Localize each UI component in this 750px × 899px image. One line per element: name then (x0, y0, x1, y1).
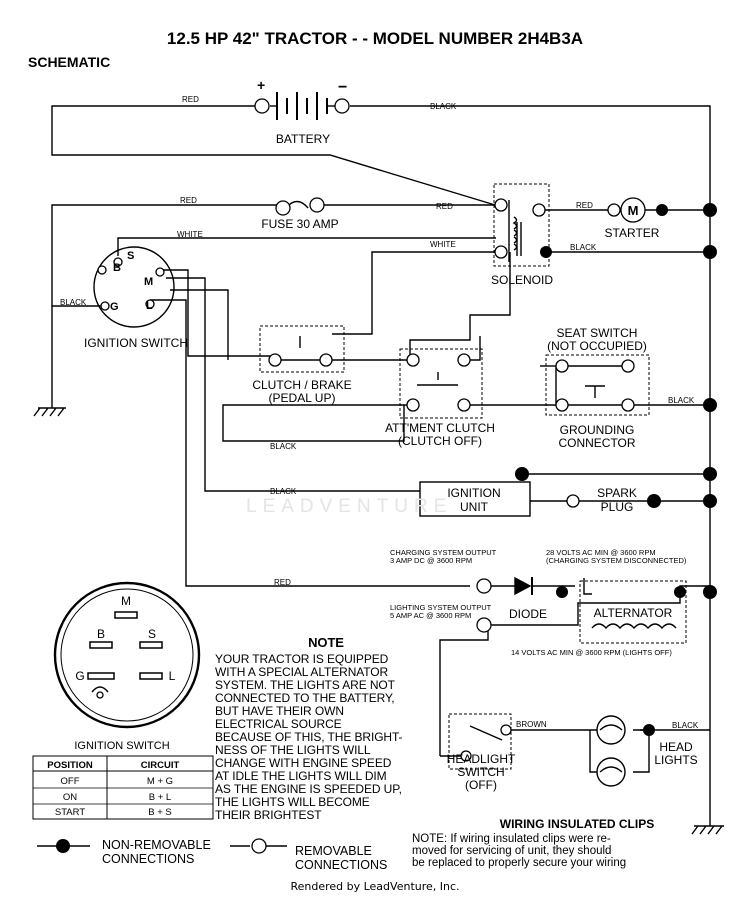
clutch-brake-sublabel: (PEDAL UP) (269, 391, 336, 405)
alternator-label: ALTERNATOR (594, 606, 673, 620)
wire-label-black: BLACK (60, 298, 87, 307)
seat-switch-box (545, 354, 650, 416)
ac28-sublabel: (CHARGING SYSTEM DISCONNECTED) (546, 556, 687, 565)
starter-symbol: M (628, 203, 639, 218)
clutch-brake-label: CLUTCH / BRAKE (252, 378, 351, 392)
wire-label-red: RED (182, 95, 199, 104)
starter-motor-icon (620, 197, 646, 223)
fuse-label: FUSE 30 AMP (261, 217, 338, 231)
page-title: 12.5 HP 42" TRACTOR - - MODEL NUMBER 2H4… (167, 29, 583, 48)
att-clutch-box (399, 348, 483, 419)
footer-credit: Rendered by LeadVenture, Inc. (290, 880, 460, 893)
grounding-label: GROUNDING (560, 423, 635, 437)
ign-terminal-g: G (110, 301, 119, 313)
wire-label-white: WHITE (177, 230, 203, 239)
battery-plus: + (257, 77, 265, 93)
att-clutch-sublabel: (CLUTCH OFF) (398, 434, 482, 448)
wire-label-black: BLACK (668, 396, 695, 405)
ignition-unit-sublabel: UNIT (460, 500, 489, 514)
seat-switch-sublabel: (NOT OCCUPIED) (547, 339, 647, 353)
legend-non-removable: NON-REMOVABLE (102, 838, 211, 852)
alternator-box (579, 580, 687, 644)
table-cell: B + S (148, 807, 172, 818)
battery-label: BATTERY (276, 132, 330, 146)
att-clutch-label: ATT'MENT CLUTCH (385, 421, 495, 435)
table-cell: START (55, 807, 85, 818)
table-cell: M + G (147, 776, 173, 787)
ignition-unit-label: IGNITION (447, 486, 500, 500)
detail-terminal-g: G (75, 669, 84, 683)
ign-terminal-l: L (146, 300, 153, 312)
spark-plug-sublabel: PLUG (601, 500, 634, 514)
grounding-sublabel: CONNECTOR (558, 436, 635, 450)
non-removable-connections (56, 203, 717, 853)
wire-label-red: RED (576, 201, 593, 210)
legend-non-removable-sub: CONNECTIONS (102, 852, 194, 866)
headlight-switch-state: (OFF) (465, 778, 497, 792)
wire-label-red: RED (274, 578, 291, 587)
table-cell: OFF (61, 776, 80, 787)
note-panel: NOTE YOUR TRACTOR IS EQUIPPED WITH A SPE… (215, 636, 437, 822)
ign-terminal-s: S (127, 250, 134, 262)
wire-label-black: BLACK (672, 721, 699, 730)
spark-plug-label: SPARK (597, 486, 637, 500)
ignition-switch-label: IGNITION SWITCH (84, 336, 188, 350)
ign-terminal-m: M (144, 276, 153, 288)
detail-terminal-b: B (97, 627, 105, 641)
head-lights-label: HEAD (659, 740, 693, 754)
solenoid-box (493, 183, 550, 267)
position-table (32, 755, 214, 820)
lighting-output-value: 5 AMP AC @ 3600 RPM (390, 611, 471, 620)
wire-label-red: RED (436, 202, 453, 211)
headlight-switch-box (448, 713, 512, 770)
ac14-label: 14 VOLTS AC MIN @ 3600 RPM (LIGHTS OFF) (511, 648, 672, 657)
clips-body: NOTE: If wiring insulated clips were re-… (412, 833, 627, 869)
seat-switch-label: SEAT SWITCH (557, 326, 638, 340)
table-cell: B + L (149, 792, 171, 803)
starter-label: STARTER (605, 226, 660, 240)
wire-label-red: RED (180, 196, 197, 205)
table-header-position: POSITION (47, 760, 93, 771)
ignition-switch-detail-icon (53, 581, 201, 729)
section-heading: SCHEMATIC (28, 54, 110, 70)
ignition-unit-box (419, 481, 531, 517)
clutch-brake-box (259, 325, 345, 373)
wire-label-black: BLACK (570, 243, 597, 252)
charging-output-label: CHARGING SYSTEM OUTPUT (390, 548, 497, 557)
watermark: LEADVENTURE (246, 496, 453, 517)
solenoid-label: SOLENOID (491, 273, 553, 287)
note-title: NOTE (308, 635, 344, 650)
detail-label: IGNITION SWITCH (74, 740, 169, 752)
ac28-label: 28 VOLTS AC MIN @ 3600 RPM (546, 548, 656, 557)
legend-removable-sub: CONNECTIONS (295, 858, 387, 872)
wire-label-black: BLACK (270, 442, 297, 451)
ign-terminal-b: B (113, 262, 121, 274)
headlight-switch-label: HEADLIGHT (447, 752, 516, 766)
note-body: YOUR TRACTOR IS EQUIPPED WITH A SPECIAL … (215, 652, 403, 822)
headlight-bulb-icon (596, 715, 626, 787)
clips-panel: WIRING INSULATED CLIPS NOTE: If wiring i… (412, 818, 742, 869)
removable-connections (251, 98, 635, 854)
ignition-switch-icon (93, 246, 175, 328)
clips-title: WIRING INSULATED CLIPS (499, 817, 655, 831)
detail-terminal-l: L (169, 669, 176, 683)
head-lights-sublabel: LIGHTS (654, 753, 697, 767)
detail-terminal-m: M (121, 594, 131, 608)
legend-removable: REMOVABLE (295, 844, 372, 858)
wire-label-brown: BROWN (516, 720, 547, 729)
detail-terminal-s: S (148, 627, 156, 641)
headlight-switch-sublabel: SWITCH (457, 765, 504, 779)
table-cell: ON (63, 792, 77, 803)
wire-label-white: WHITE (430, 240, 456, 249)
battery-minus: − (338, 79, 347, 96)
diode-label: DIODE (509, 607, 547, 621)
wire-label-black: BLACK (430, 102, 457, 111)
wire-label-black: BLACK (270, 487, 297, 496)
table-header-circuit: CIRCUIT (141, 760, 180, 771)
charging-output-value: 3 AMP DC @ 3600 RPM (390, 556, 472, 565)
lighting-output-label: LIGHTING SYSTEM OUTPUT (390, 603, 492, 612)
